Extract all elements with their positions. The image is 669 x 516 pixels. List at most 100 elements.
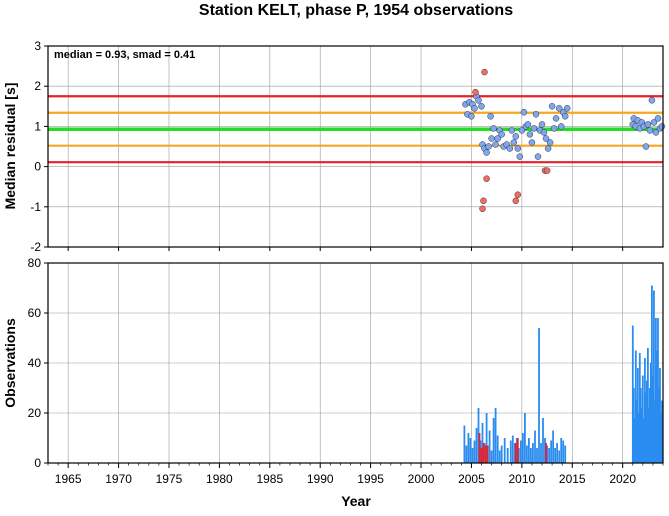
residual-point [644, 121, 652, 128]
observation-bar [494, 408, 497, 463]
observations-y-tick-label: 80 [28, 256, 42, 270]
observation-bar [490, 450, 493, 463]
observation-bar [644, 358, 646, 463]
observation-bar [511, 435, 514, 463]
observation-bar [548, 448, 550, 463]
observation-bar [651, 285, 653, 463]
observations-y-tick-label: 40 [28, 356, 42, 370]
observation-bar [562, 440, 565, 463]
observation-bar [509, 440, 512, 463]
observation-bar [632, 388, 635, 463]
residual-point [468, 113, 475, 120]
observation-bar [636, 368, 639, 463]
residual-point [520, 109, 528, 116]
residual-plot-frame [47, 45, 664, 248]
year-x-tick-label: 2000 [408, 472, 435, 486]
residual-point [494, 135, 501, 142]
observation-bar [540, 443, 542, 463]
observation-bar [469, 438, 472, 463]
residual-point [561, 113, 569, 120]
residual-point [485, 143, 492, 150]
residual-point [514, 191, 522, 198]
observation-bar [642, 418, 645, 463]
observation-bar [516, 438, 519, 463]
observation-bar [660, 413, 662, 463]
observations-y-tick-label: 20 [28, 406, 42, 420]
observation-bar [475, 428, 478, 463]
residual-point [654, 115, 662, 122]
residual-y-tick-label: 0 [34, 160, 41, 174]
residual-point [471, 105, 478, 112]
observation-bar [486, 445, 489, 463]
residual-point [642, 143, 650, 150]
residual-point [483, 175, 490, 182]
observation-bar [640, 408, 643, 463]
observation-bar [634, 350, 637, 463]
observation-bar [526, 445, 528, 463]
year-x-tick-label: 1985 [256, 472, 283, 486]
residual-point [650, 119, 658, 126]
observation-bar [467, 433, 470, 463]
residual-point [648, 97, 656, 104]
observation-bar [488, 430, 491, 463]
residual-point [492, 141, 499, 148]
observation-bar [556, 443, 558, 463]
observation-bar [481, 423, 484, 463]
observation-bar [538, 328, 540, 463]
observation-bar [528, 438, 530, 463]
residual-point [646, 127, 654, 134]
residual-point [518, 127, 526, 134]
observation-bar [536, 448, 538, 463]
residual-y-axis-label: Median residual [s] [2, 83, 18, 210]
observations-y-axis-label: Observations [2, 318, 18, 408]
observation-bar [545, 443, 547, 463]
observation-bar [564, 445, 567, 463]
observation-bar [530, 448, 532, 463]
residual-point [472, 88, 479, 96]
observation-bar [654, 400, 656, 463]
observation-bar [638, 353, 641, 463]
observation-bar [500, 445, 503, 463]
observation-bar [465, 445, 468, 463]
observation-bar [655, 318, 657, 463]
observation-bar [519, 440, 522, 463]
observation-bar [534, 430, 536, 463]
year-x-tick-label: 1975 [156, 472, 183, 486]
residual-y-tick-label: 1 [34, 119, 41, 133]
observation-bar [477, 408, 480, 463]
residual-point [563, 105, 571, 112]
residual-point [550, 125, 558, 132]
observation-bar [546, 445, 548, 463]
stats-annotation: median = 0.93, smad = 0.41 [54, 49, 195, 61]
residual-point [506, 145, 514, 152]
observation-bar [542, 418, 544, 463]
residual-point [498, 131, 505, 138]
residual-point [510, 139, 518, 146]
observation-bar [633, 418, 636, 463]
observation-bar [513, 443, 516, 463]
residual-point [528, 139, 536, 146]
observation-bar [652, 375, 654, 463]
residual-point [543, 167, 551, 174]
observation-bar [471, 448, 474, 463]
residual-point [532, 111, 540, 118]
observation-bar [639, 388, 642, 463]
year-x-tick-label: 2010 [509, 472, 536, 486]
observation-bar [496, 435, 499, 463]
observation-bar [484, 445, 487, 463]
observation-bar [506, 448, 509, 463]
residual-point [538, 121, 546, 128]
residual-point [479, 205, 486, 213]
year-x-tick-label: 2015 [559, 472, 586, 486]
observation-bar [658, 388, 660, 463]
observation-bar [552, 430, 554, 463]
year-x-tick-label: 1995 [357, 472, 384, 486]
observation-bar [646, 380, 648, 463]
observation-bar [483, 443, 486, 463]
residual-point [483, 149, 490, 156]
observation-bar [473, 440, 476, 463]
